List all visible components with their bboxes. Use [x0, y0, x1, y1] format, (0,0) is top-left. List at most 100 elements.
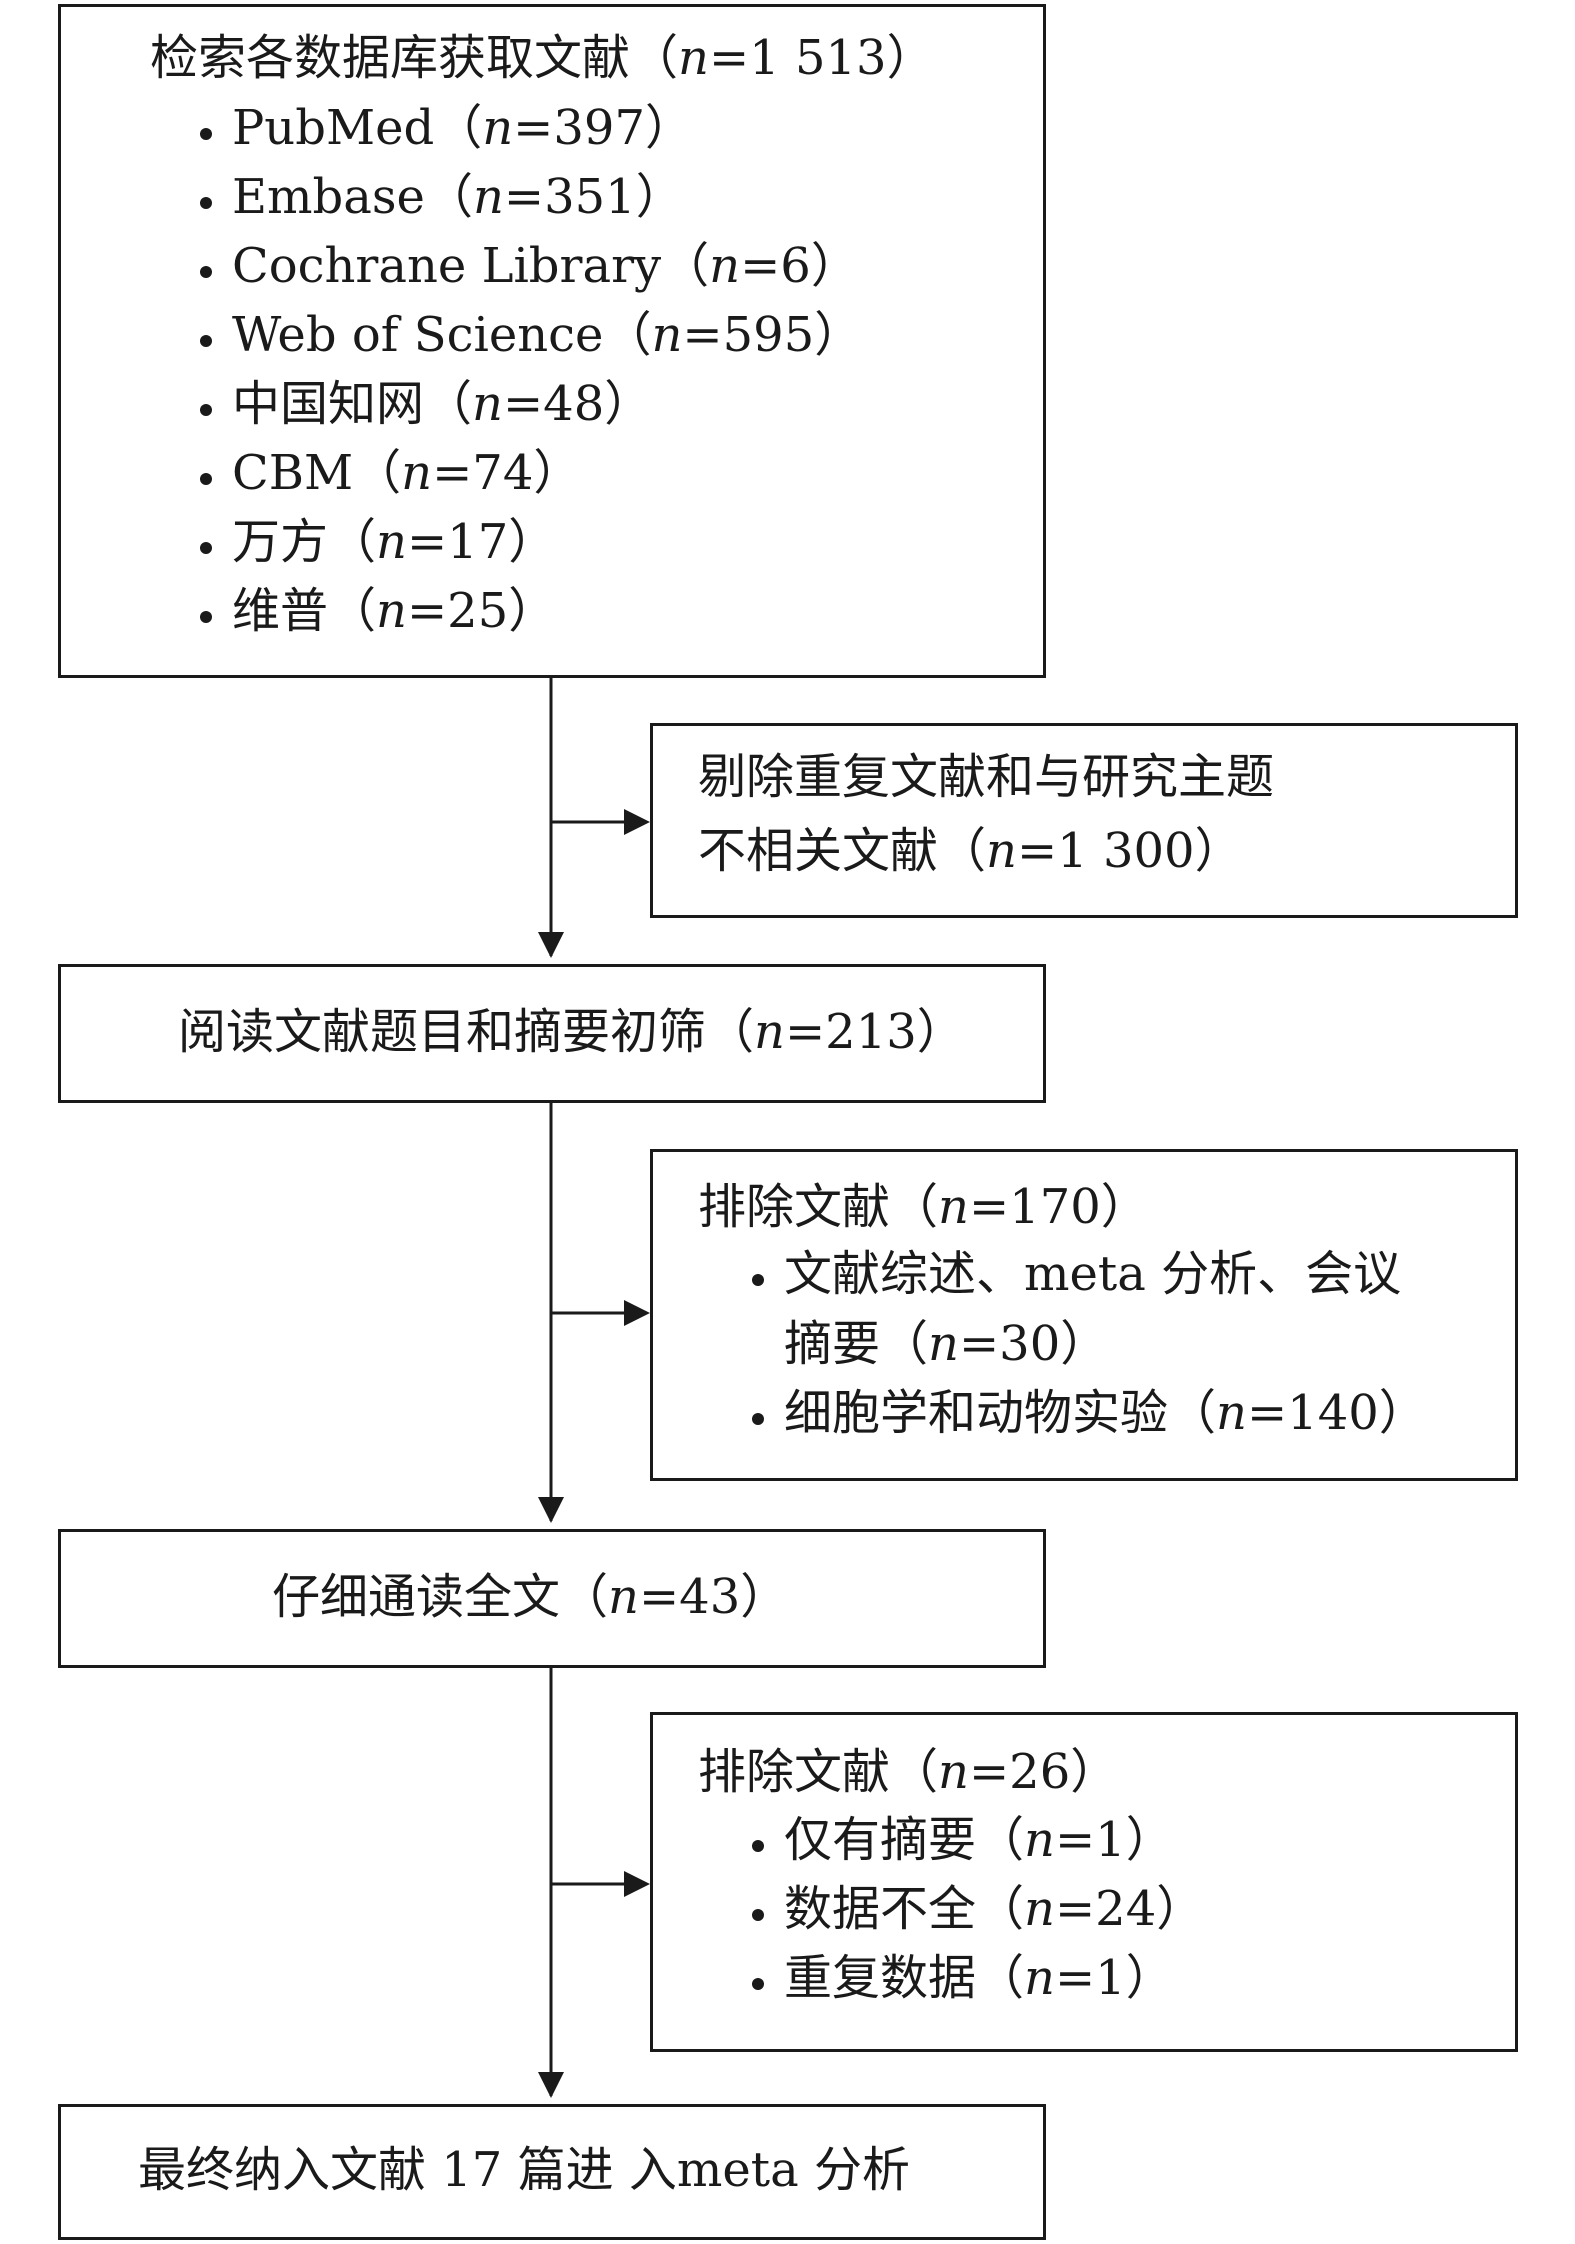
exclude-duplicates-line2: 不相关文献（n=1 300）: [698, 827, 1243, 875]
exclude-fulltext-title-n: n: [938, 1744, 969, 1800]
screening-suffix: =213）: [784, 1004, 965, 1060]
exclude-reviews-item2-prefix: 细胞学和动物实验（: [784, 1385, 1217, 1441]
exclude-fulltext-title: 排除文献（n=26）: [698, 1748, 1118, 1796]
fulltext-prefix: 仔细通读全文（: [272, 1569, 609, 1625]
exclude-duplicates-n: n: [986, 823, 1017, 879]
exclude-reviews-item2-n: n: [1216, 1385, 1247, 1441]
db-item-cbm: CBM（n=74）: [232, 449, 581, 497]
exclude-duplicates-line1: 剔除重复文献和与研究主题: [698, 749, 1275, 805]
bullet-icon: [752, 1978, 764, 1990]
exclude-reviews-item1-line1: 文献综述、meta 分析、会议: [784, 1246, 1402, 1302]
exclude-reviews-item1-suffix: =30）: [958, 1316, 1109, 1372]
exclude-item-prefix: 重复数据（: [784, 1950, 1025, 2006]
exclude-reviews-title: 排除文献（n=170）: [698, 1183, 1149, 1231]
exclude-duplicates-suffix: =1 300）: [1016, 823, 1243, 879]
screening-box: [58, 964, 1046, 1103]
search-title-suffix: =1 513）: [708, 30, 935, 86]
db-name: 万方（: [232, 514, 377, 570]
db-n: n: [376, 514, 407, 570]
db-value: =74）: [432, 445, 582, 501]
exclude-duplicates-box: [650, 723, 1518, 918]
bullet-icon: [200, 542, 212, 554]
db-name: CBM（: [232, 445, 402, 501]
exclude-item-suffix: =1）: [1054, 1812, 1174, 1868]
db-item-cnki: 中国知网（n=48）: [232, 380, 652, 428]
arrowhead-right: [624, 809, 650, 835]
db-name: Cochrane Library（: [232, 238, 710, 294]
search-title-prefix: 检索各数据库获取文献（: [150, 30, 679, 86]
screening-n: n: [754, 1004, 785, 1060]
fulltext-text: 仔细通读全文（n=43）: [272, 1573, 788, 1621]
bullet-icon: [752, 1840, 764, 1852]
exclude-item-prefix: 数据不全（: [784, 1881, 1025, 1937]
db-value: =6）: [740, 238, 859, 294]
db-n: n: [709, 238, 741, 294]
bullet-icon: [752, 1413, 764, 1425]
db-value: =17）: [406, 514, 557, 570]
screening-prefix: 阅读文献题目和摘要初筛（: [178, 1004, 755, 1060]
db-item-vip: 维普（n=25）: [232, 587, 556, 635]
db-name: Web of Science（: [232, 307, 652, 363]
arrowhead-right: [624, 1300, 650, 1326]
bullet-icon: [200, 266, 212, 278]
fulltext-n: n: [608, 1569, 639, 1625]
db-n: n: [472, 169, 504, 225]
search-title: 检索各数据库获取文献（n=1 513）: [150, 34, 935, 82]
exclude-fulltext-title-prefix: 排除文献（: [698, 1744, 939, 1800]
exclude-fulltext-item-abstract-only: 仅有摘要（n=1）: [784, 1816, 1174, 1864]
exclude-reviews-title-suffix: =170）: [968, 1179, 1149, 1235]
db-item-wos: Web of Science（n=595）: [232, 311, 862, 359]
bullet-icon: [200, 335, 212, 347]
db-n: n: [401, 445, 433, 501]
db-value: =25）: [406, 583, 557, 639]
db-value: =595）: [682, 307, 863, 363]
bullet-icon: [200, 611, 212, 623]
db-value: =48）: [502, 376, 653, 432]
db-item-wanfang: 万方（n=17）: [232, 518, 556, 566]
exclude-reviews-title-n: n: [938, 1179, 969, 1235]
db-n: n: [482, 100, 514, 156]
bullet-icon: [200, 197, 212, 209]
exclude-fulltext-box: [650, 1712, 1518, 2052]
exclude-reviews-item1-line2: 摘要（n=30）: [784, 1320, 1108, 1368]
search-title-n: n: [678, 30, 709, 86]
search-box: [58, 4, 1046, 678]
exclude-fulltext-item-incomplete-data: 数据不全（n=24）: [784, 1885, 1204, 1933]
exclude-duplicates-prefix: 不相关文献（: [698, 823, 987, 879]
bullet-icon: [200, 473, 212, 485]
db-value: =397）: [513, 100, 693, 156]
exclude-item-suffix: =24）: [1054, 1881, 1205, 1937]
db-name: 中国知网（: [232, 376, 473, 432]
arrowhead-right: [624, 1871, 650, 1897]
db-n: n: [472, 376, 503, 432]
arrowhead-down: [538, 932, 564, 958]
exclude-item-prefix: 仅有摘要（: [784, 1812, 1025, 1868]
exclude-reviews-item1-n: n: [928, 1316, 959, 1372]
exclude-item-n: n: [1024, 1950, 1055, 2006]
db-name: Embase（: [232, 169, 473, 225]
exclude-reviews-item1-prefix: 摘要（: [784, 1316, 929, 1372]
exclude-item-n: n: [1024, 1812, 1055, 1868]
final-inclusion-box: [58, 2104, 1046, 2240]
db-n: n: [651, 307, 683, 363]
db-name: 维普（: [232, 583, 377, 639]
db-item-pubmed: PubMed（n=397）: [232, 104, 693, 152]
exclude-fulltext-title-suffix: =26）: [968, 1744, 1119, 1800]
bullet-icon: [752, 1274, 764, 1286]
screening-text: 阅读文献题目和摘要初筛（n=213）: [178, 1008, 965, 1056]
exclude-reviews-box: [650, 1149, 1518, 1481]
db-value: =351）: [503, 169, 684, 225]
fulltext-box: [58, 1529, 1046, 1668]
bullet-icon: [200, 128, 212, 140]
fulltext-suffix: =43）: [638, 1569, 789, 1625]
db-n: n: [376, 583, 407, 639]
exclude-item-n: n: [1024, 1881, 1055, 1937]
db-item-cochrane: Cochrane Library（n=6）: [232, 242, 859, 290]
final-inclusion-text: 最终纳入文献 17 篇进 入meta 分析: [138, 2142, 910, 2198]
arrowhead-down: [538, 1497, 564, 1523]
bullet-icon: [200, 404, 212, 416]
exclude-fulltext-item-duplicate-data: 重复数据（n=1）: [784, 1954, 1174, 2002]
exclude-item-suffix: =1）: [1054, 1950, 1174, 2006]
arrowhead-down: [538, 2072, 564, 2098]
